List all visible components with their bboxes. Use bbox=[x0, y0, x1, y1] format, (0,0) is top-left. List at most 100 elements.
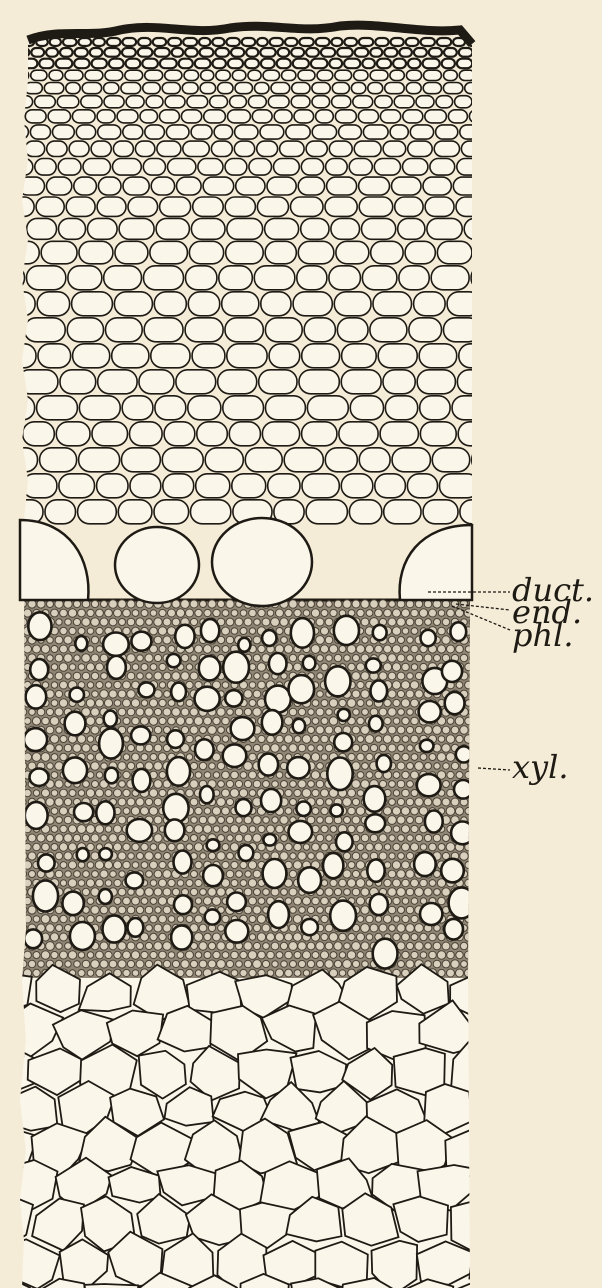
bundle-cell bbox=[186, 700, 193, 707]
bundle-cell bbox=[393, 790, 399, 796]
bundle-cell bbox=[60, 880, 66, 886]
bundle-cell bbox=[469, 906, 476, 913]
bundle-cell bbox=[149, 699, 157, 707]
bundle-cell bbox=[51, 915, 59, 923]
bundle-cell bbox=[222, 807, 230, 815]
bundle-cell bbox=[65, 943, 72, 950]
bundle-cell bbox=[118, 960, 126, 968]
cortex-cell bbox=[75, 48, 88, 57]
bundle-cell bbox=[100, 618, 108, 626]
cortex-cell bbox=[216, 70, 231, 80]
bundle-cell bbox=[159, 861, 166, 868]
cortex-cell bbox=[48, 110, 70, 123]
bundle-cell bbox=[204, 609, 211, 616]
bundle-cell bbox=[379, 780, 386, 787]
bundle-cell bbox=[96, 717, 103, 724]
bundle-cell bbox=[51, 700, 58, 707]
bundle-cell bbox=[137, 673, 144, 680]
cortex-cell bbox=[274, 110, 292, 123]
bundle-cell bbox=[375, 736, 382, 743]
bundle-cell bbox=[154, 942, 163, 951]
cortex-cell bbox=[306, 48, 319, 57]
bundle-cell bbox=[190, 708, 198, 716]
cortex-cell bbox=[82, 83, 101, 94]
bundle-cell bbox=[136, 708, 144, 716]
bundle-cell bbox=[91, 600, 98, 607]
cortex-cell bbox=[354, 70, 368, 80]
cortex-cell bbox=[183, 141, 210, 156]
bundle-cell bbox=[199, 960, 207, 968]
cortex-cell bbox=[336, 241, 369, 263]
bundle-cell bbox=[419, 609, 427, 617]
bundle-cell bbox=[141, 700, 147, 706]
cortex-cell bbox=[154, 48, 169, 57]
bundle-cell bbox=[200, 835, 206, 841]
bundle-cell bbox=[253, 780, 261, 788]
bundle-cell bbox=[195, 645, 203, 653]
cortex-cell bbox=[380, 110, 400, 123]
bundle-cell bbox=[82, 834, 89, 841]
cortex-cell bbox=[85, 70, 103, 80]
xylem-vessel bbox=[265, 686, 291, 713]
bundle-cell bbox=[276, 772, 283, 779]
bundle-cell bbox=[344, 943, 351, 950]
bundle-cell bbox=[339, 646, 346, 653]
bundle-cell bbox=[470, 691, 477, 698]
bundle-cell bbox=[253, 708, 262, 717]
xylem-vessel bbox=[139, 682, 155, 697]
bundle-cell bbox=[15, 609, 23, 617]
bundle-cell bbox=[388, 744, 396, 752]
bundle-cell bbox=[393, 933, 400, 940]
cortex-cell bbox=[200, 48, 214, 57]
bundle-cell bbox=[208, 960, 216, 968]
bundle-cell bbox=[308, 727, 315, 734]
bundle-cell bbox=[326, 799, 333, 806]
bundle-cell bbox=[199, 762, 206, 769]
bundle-cell bbox=[163, 636, 171, 644]
bundle-cell bbox=[154, 816, 162, 824]
bundle-cell bbox=[213, 933, 221, 941]
bundle-cell bbox=[163, 942, 172, 951]
bundle-cell bbox=[456, 735, 463, 742]
bundle-cell bbox=[32, 717, 40, 725]
cortex-cell bbox=[227, 218, 263, 239]
bundle-cell bbox=[302, 789, 311, 798]
bundle-cell bbox=[281, 889, 288, 896]
xylem-vessel bbox=[330, 901, 356, 931]
cortex-cell bbox=[88, 218, 118, 239]
cortex-cell bbox=[344, 38, 357, 46]
bundle-cell bbox=[294, 952, 301, 959]
xylem-vessel bbox=[373, 939, 398, 969]
bundle-cell bbox=[47, 763, 54, 770]
bundle-cell bbox=[150, 915, 158, 923]
bundle-cell bbox=[280, 942, 287, 949]
bundle-cell bbox=[136, 798, 144, 806]
bundle-cell bbox=[356, 861, 365, 870]
cortex-cell bbox=[104, 83, 119, 94]
bundle-cell bbox=[146, 925, 153, 932]
cortex-cell bbox=[109, 59, 124, 68]
bundle-cell bbox=[461, 961, 468, 968]
bundle-cell bbox=[316, 852, 324, 860]
bundle-cell bbox=[227, 835, 233, 841]
cortex-cell bbox=[0, 370, 16, 394]
bundle-cell bbox=[82, 744, 90, 752]
bundle-cell bbox=[222, 771, 230, 779]
bundle-cell bbox=[285, 951, 293, 959]
bundle-cell bbox=[388, 888, 397, 897]
cortex-cell bbox=[368, 83, 383, 94]
bundle-cell bbox=[60, 789, 68, 797]
bundle-cell bbox=[150, 610, 157, 617]
cortex-cell bbox=[232, 70, 246, 80]
cortex-cell bbox=[91, 141, 111, 156]
cortex-cell bbox=[3, 292, 35, 316]
bundle-cell bbox=[159, 772, 166, 779]
cortex-cell bbox=[93, 38, 105, 46]
cortex-cell bbox=[122, 448, 161, 472]
bundle-cell bbox=[91, 726, 99, 734]
bundle-cell bbox=[317, 673, 323, 679]
bundle-cell bbox=[60, 627, 67, 634]
xylem-vessel bbox=[225, 690, 242, 706]
bundle-cell bbox=[411, 645, 419, 653]
bundle-cell bbox=[119, 871, 125, 877]
